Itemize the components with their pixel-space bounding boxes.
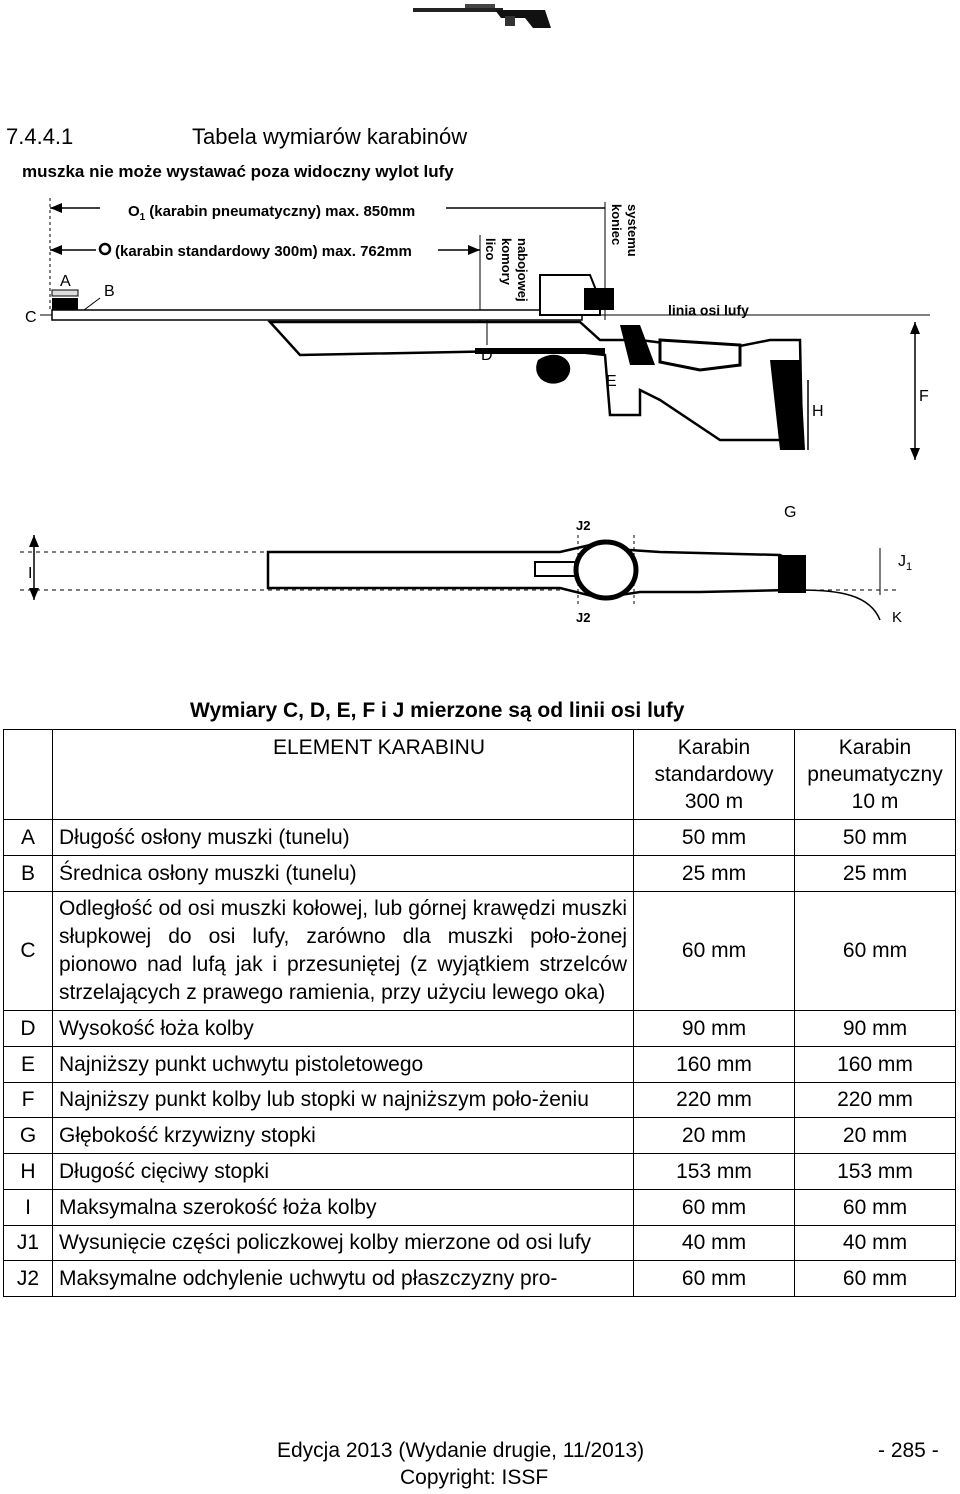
letter-d: D [481, 347, 493, 364]
trigger-guard [536, 354, 571, 384]
rifle-top-view [266, 543, 792, 600]
letter-e: E [606, 373, 617, 390]
table-caption: Wymiary C, D, E, F i J mierzone są od li… [190, 699, 685, 722]
footer-copyright: Copyright: ISSF [400, 1466, 549, 1489]
front-sight-tunnel [52, 298, 78, 312]
rifle-stock [267, 320, 804, 442]
letter-k: K [892, 609, 902, 626]
letter-g: G [784, 504, 796, 521]
letter-j2-top: J2 [576, 518, 590, 533]
page-number: - 285 - [878, 1439, 939, 1462]
chamber-face-label-3: nabojowej [515, 238, 530, 302]
o-label: (karabin standardowy 300m) max. 762mm [115, 243, 412, 260]
table-row: D Wysokość łoża kolby 90 mm 90 mm [3, 1010, 956, 1047]
header-element: ELEMENT KARABINU [52, 729, 634, 820]
table-row: A Długość osłony muszki (tunelu) 50 mm 5… [3, 819, 956, 856]
rifle-dimensions-figure: muszka nie może wystawać poza widoczny w… [20, 162, 930, 626]
table-row: E Najniższy punkt uchwytu pistoletowego … [3, 1046, 956, 1083]
table-row: J2 Maksymalne odchylenie uchwytu od płas… [3, 1260, 956, 1297]
table-row: F Najniższy punkt kolby lub stopki w naj… [3, 1082, 956, 1118]
letter-c: C [25, 309, 37, 326]
letter-f: F [919, 388, 929, 405]
letter-b: B [104, 283, 115, 300]
header-rifle-icon [413, 4, 551, 28]
table-row: B Średnica osłony muszki (tunelu) 25 mm … [3, 855, 956, 892]
bore-axis-label: linia osi lufy [668, 302, 749, 318]
chamber-face-label-2: komory [499, 238, 514, 286]
letter-j2-bottom: J2 [576, 610, 590, 625]
o1-label: O1(karabin pneumatyczny) max. 850mm [128, 203, 415, 223]
table-row: G Głębokość krzywizny stopki 20 mm 20 mm [3, 1117, 956, 1154]
front-sight-note: muszka nie może wystawać poza widoczny w… [22, 162, 454, 181]
table-row: I Maksymalna szerokość łoża kolby 60 mm … [3, 1189, 956, 1226]
system-end-label-1: koniec [609, 204, 624, 245]
letter-a: A [60, 273, 71, 290]
section-number: 7.4.4.1 [6, 124, 74, 149]
chamber-face-label-1: lico [483, 238, 498, 260]
header-code-cell [3, 729, 53, 820]
table-row: C Odległość od osi muszki kołowej, lub g… [3, 891, 956, 1011]
barrel [51, 309, 583, 321]
section-heading: 7.4.4.1 Tabela wymiarów karabinów [6, 124, 467, 150]
letter-h: H [812, 403, 824, 420]
section-title: Tabela wymiarów karabinów [192, 124, 468, 149]
table-row: H Długość cięciwy stopki 153 mm 153 mm [3, 1153, 956, 1190]
system-end-label-2: systemu [625, 204, 640, 257]
butt-plate [770, 360, 805, 450]
table-row: J1 Wysunięcie części policzkowej kolby m… [3, 1225, 956, 1261]
letter-i: I [28, 565, 32, 582]
letter-j1: J1 [898, 553, 912, 573]
footer-edition: Edycja 2013 (Wydanie drugie, 11/2013) [277, 1439, 645, 1462]
